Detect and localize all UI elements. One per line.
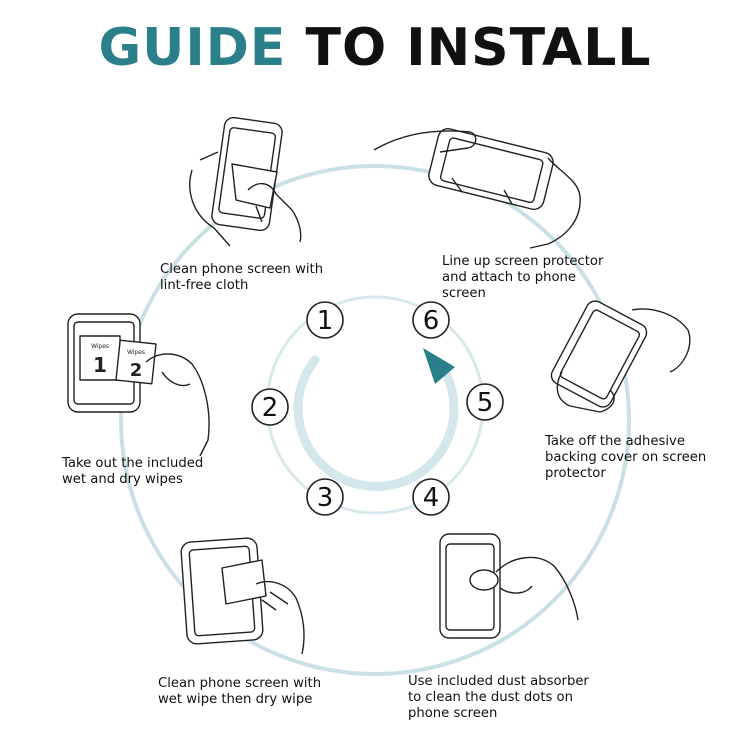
wipe-2-label: Wipes — [127, 349, 145, 356]
step-6-caption-line1: Line up screen protector — [442, 254, 604, 269]
step-6-caption: Line up screen protector and attach to p… — [442, 254, 603, 302]
step-1-caption-line2: lint-free cloth — [160, 278, 249, 293]
step-1-illustration — [189, 116, 302, 247]
step-number-4: 4 — [412, 478, 450, 516]
page-title: GUIDE TO INSTALL — [0, 18, 750, 78]
wipe-1-number: 1 — [93, 353, 107, 377]
wipe-1-label: Wipes — [91, 343, 109, 350]
step-4-caption-line2: to clean the dust dots on — [408, 690, 573, 705]
step-number-3-label: 3 — [317, 483, 334, 513]
step-number-6-label: 6 — [423, 306, 440, 336]
step-6-caption-line2: and attach to phone — [442, 270, 577, 285]
step-number-6: 6 — [412, 301, 450, 339]
arrow-head-icon — [423, 348, 455, 384]
title-accent: GUIDE — [98, 18, 287, 78]
step-3-illustration — [180, 537, 305, 655]
step-number-2-label: 2 — [262, 393, 279, 423]
progress-arrow-arc — [293, 355, 459, 492]
step-4-caption-line1: Use included dust absorber — [408, 674, 589, 689]
step-4-caption: Use included dust absorber to clean the … — [408, 674, 589, 722]
step-1-caption: Clean phone screen with lint-free cloth — [160, 262, 323, 294]
step-3-caption-line1: Clean phone screen with — [158, 676, 322, 691]
step-number-4-label: 4 — [423, 483, 440, 513]
step-number-1-label: 1 — [317, 306, 334, 336]
step-5-caption-line3: protector — [545, 466, 606, 481]
outer-ring — [119, 164, 631, 676]
step-number-5: 5 — [466, 383, 504, 421]
step-2-caption: Take out the included wet and dry wipes — [62, 456, 203, 488]
step-2-caption-line2: wet and dry wipes — [62, 472, 183, 487]
step-number-5-label: 5 — [477, 388, 494, 418]
step-number-1: 1 — [306, 301, 344, 339]
step-5-caption-line2: backing cover on screen — [545, 450, 707, 465]
step-2-caption-line1: Take out the included — [62, 456, 204, 471]
step-number-3: 3 — [306, 478, 344, 516]
step-6-illustration — [373, 128, 581, 249]
step-2-illustration: Wipes 1 Wipes 2 — [67, 313, 210, 457]
step-5-illustration — [550, 300, 691, 413]
step-3-caption-line2: wet wipe then dry wipe — [158, 692, 313, 707]
step-number-2: 2 — [251, 388, 289, 426]
step-5-caption: Take off the adhesive backing cover on s… — [545, 434, 706, 482]
step-5-caption-line1: Take off the adhesive — [545, 434, 685, 449]
step-3-caption: Clean phone screen with wet wipe then dr… — [158, 676, 321, 708]
title-rest: TO INSTALL — [305, 18, 652, 78]
step-4-caption-line3: phone screen — [408, 706, 498, 721]
step-6-caption-line3: screen — [442, 286, 486, 301]
step-4-illustration — [439, 533, 579, 639]
step-1-caption-line1: Clean phone screen with — [160, 262, 324, 277]
wipe-2-number: 2 — [130, 360, 143, 381]
